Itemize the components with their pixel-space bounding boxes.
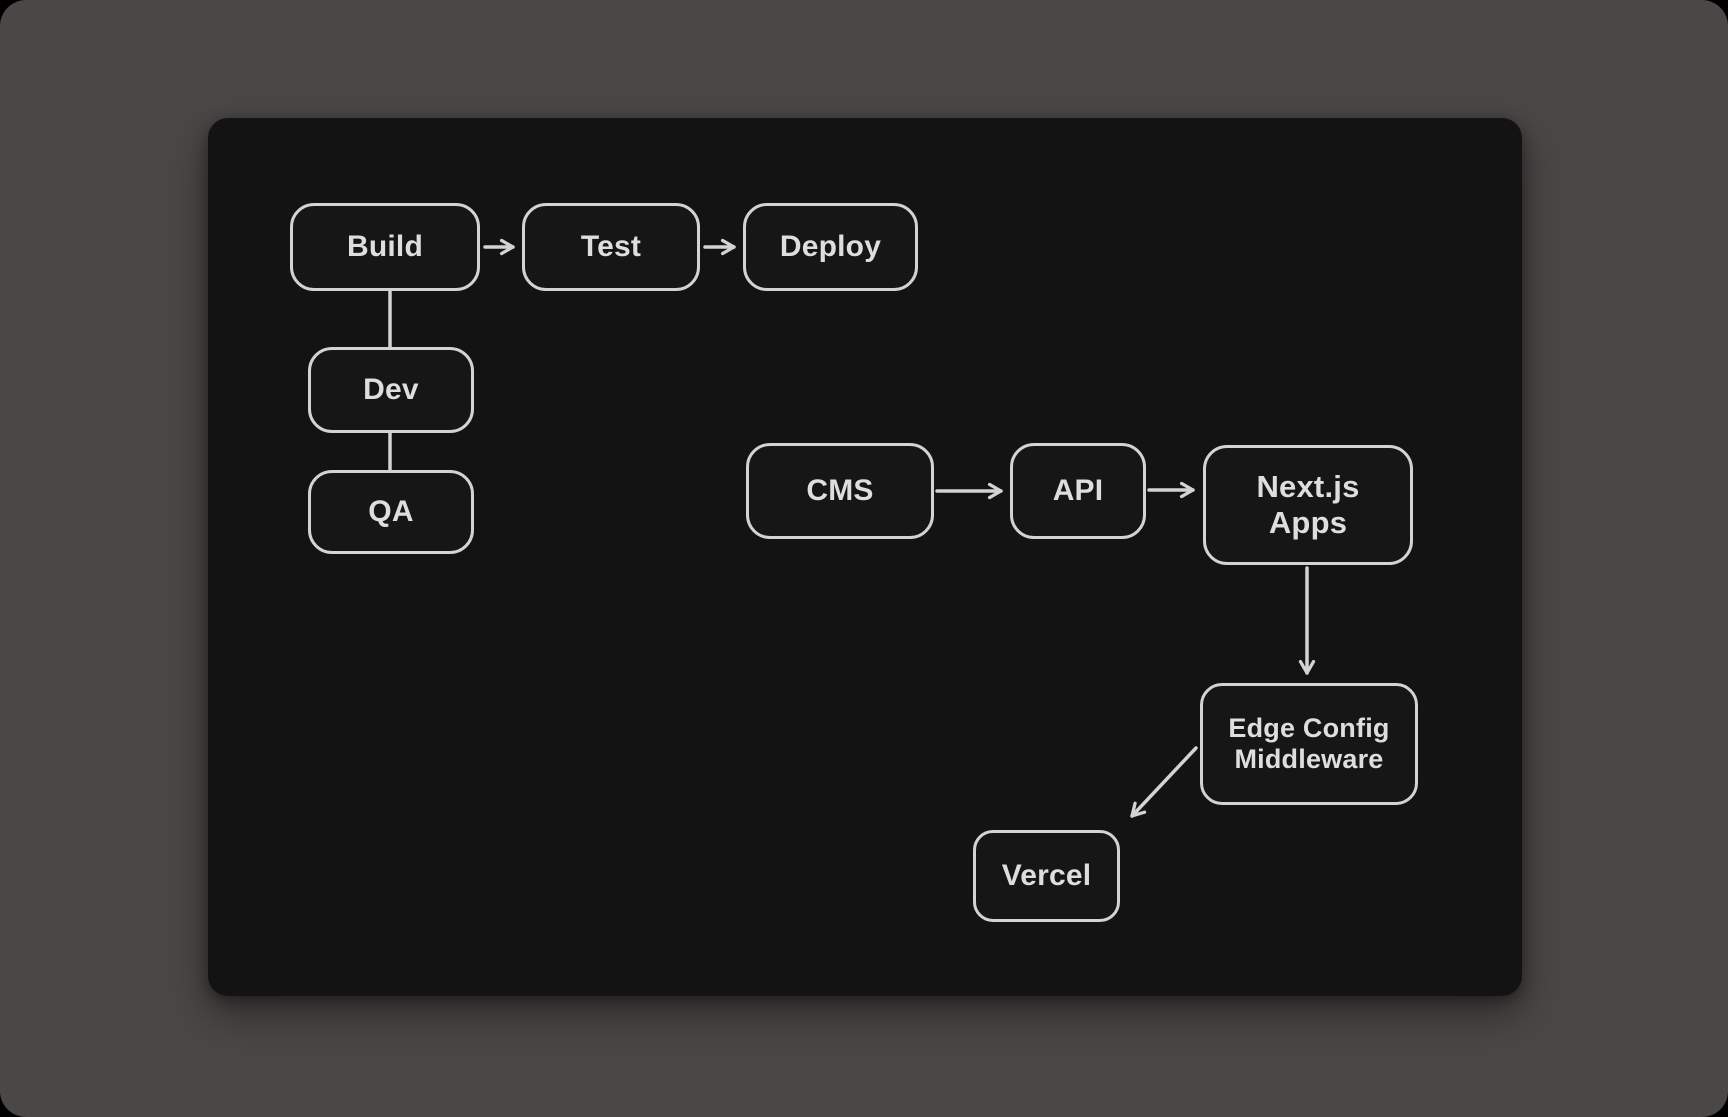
node-deploy[interactable]: Deploy bbox=[743, 203, 918, 291]
node-dev[interactable]: Dev bbox=[308, 347, 474, 433]
node-cms[interactable]: CMS bbox=[746, 443, 934, 539]
node-api[interactable]: API bbox=[1010, 443, 1146, 539]
node-build[interactable]: Build bbox=[290, 203, 480, 291]
node-nextjs-apps[interactable]: Next.js Apps bbox=[1203, 445, 1413, 565]
diagram-canvas: Build Test Deploy Dev QA CMS API Next.js… bbox=[208, 118, 1522, 996]
node-vercel[interactable]: Vercel bbox=[973, 830, 1120, 922]
node-test[interactable]: Test bbox=[522, 203, 700, 291]
node-qa[interactable]: QA bbox=[308, 470, 474, 554]
edge-edgeconfig-vercel bbox=[1130, 746, 1198, 818]
node-edge-config-middleware[interactable]: Edge Config Middleware bbox=[1200, 683, 1418, 805]
